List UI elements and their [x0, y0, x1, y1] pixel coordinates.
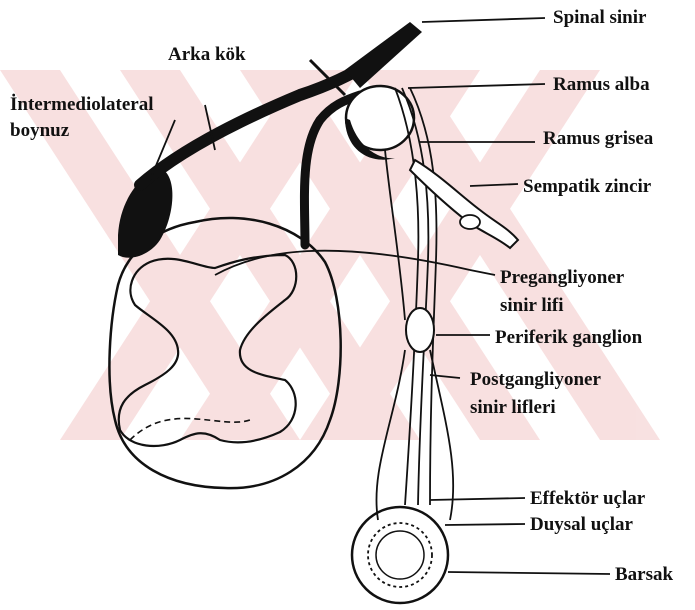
label-ramus-alba: Ramus alba [553, 74, 650, 95]
label-postgangliyoner-2: sinir lifleri [470, 397, 556, 418]
label-duysal-uclar: Duysal uçlar [530, 514, 633, 535]
intestine-lumen [376, 531, 424, 579]
label-spinal-sinir: Spinal sinir [553, 7, 647, 28]
label-intermediolateral-1: İntermediolateral [10, 94, 154, 115]
intestine-inner [368, 523, 432, 587]
chain-ganglion [460, 215, 480, 229]
label-pregangliyoner-2: sinir lifi [500, 295, 564, 316]
label-barsak: Barsak [615, 564, 674, 585]
label-postgangliyoner-1: Postgangliyoner [470, 369, 601, 390]
label-sempatik-zincir: Sempatik zincir [523, 176, 652, 197]
label-periferik-ganglion: Periferik ganglion [495, 327, 643, 348]
label-ramus-grisea: Ramus grisea [543, 128, 654, 149]
peripheral-ganglion [406, 308, 434, 352]
label-intermediolateral-2: boynuz [10, 120, 70, 141]
intestine-outer [352, 507, 448, 603]
label-pregangliyoner-1: Pregangliyoner [500, 267, 625, 288]
label-arka-kok: Arka kök [168, 44, 246, 65]
label-effektor-uclar: Effektör uçlar [530, 488, 646, 509]
